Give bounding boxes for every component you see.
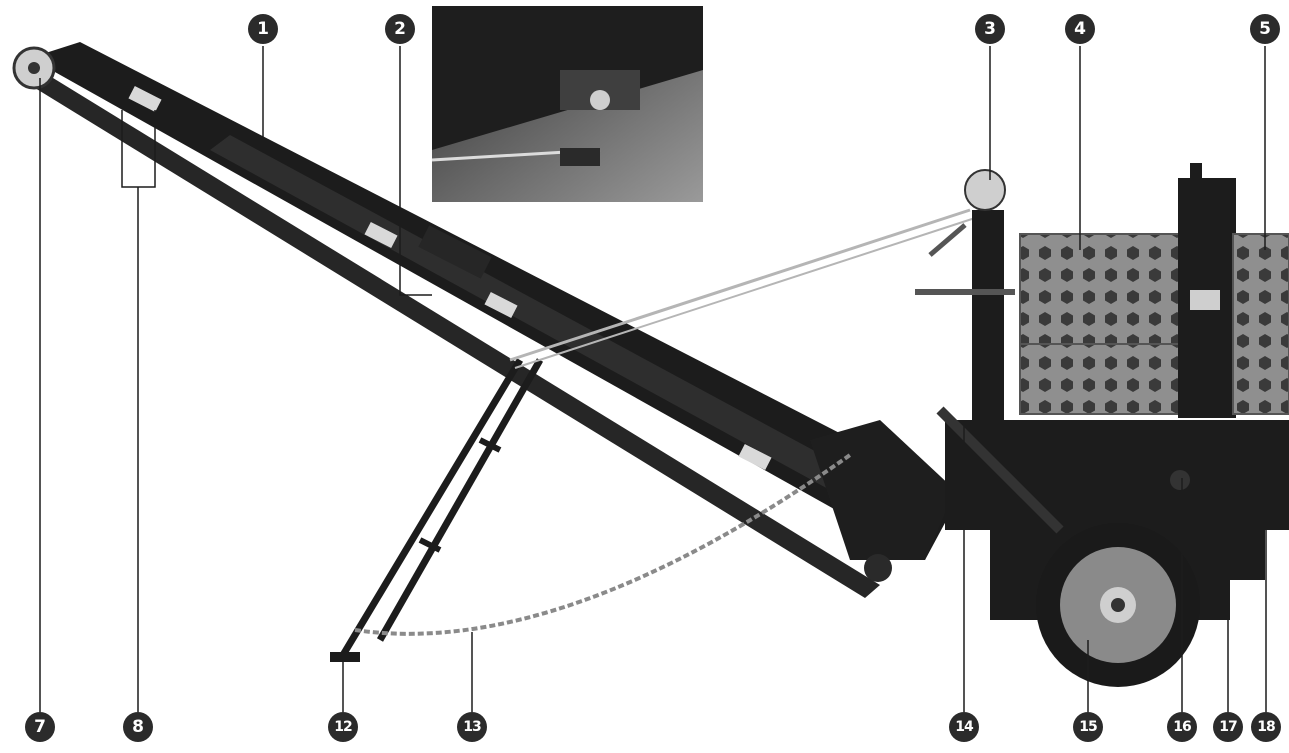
callout-badge-1: 1 bbox=[248, 14, 278, 44]
callout-badge-15: 15 bbox=[1073, 712, 1103, 742]
callout-badge-18: 18 bbox=[1251, 712, 1281, 742]
callout-badge-12: 12 bbox=[328, 712, 358, 742]
leader-lines bbox=[39, 46, 1267, 712]
callout-badge-5: 5 bbox=[1250, 14, 1280, 44]
engine-cover bbox=[1019, 163, 1289, 418]
support-leg bbox=[330, 358, 544, 662]
pulley-icon bbox=[12, 46, 56, 90]
mast bbox=[915, 169, 1015, 430]
callout-badge-4: 4 bbox=[1065, 14, 1095, 44]
callout-badge-17: 17 bbox=[1213, 712, 1243, 742]
chain bbox=[354, 453, 852, 636]
callout-badge-14: 14 bbox=[949, 712, 979, 742]
conveyor-belt bbox=[22, 42, 960, 598]
callout-badge-8: 8 bbox=[123, 712, 153, 742]
wheel-icon bbox=[1036, 523, 1200, 687]
cable bbox=[509, 208, 976, 369]
callout-badge-7: 7 bbox=[25, 712, 55, 742]
inset-photo bbox=[431, 6, 703, 202]
callout-badge-2: 2 bbox=[385, 14, 415, 44]
callout-badge-13: 13 bbox=[457, 712, 487, 742]
callout-badge-16: 16 bbox=[1167, 712, 1197, 742]
chassis bbox=[936, 406, 1289, 620]
callout-badge-3: 3 bbox=[975, 14, 1005, 44]
